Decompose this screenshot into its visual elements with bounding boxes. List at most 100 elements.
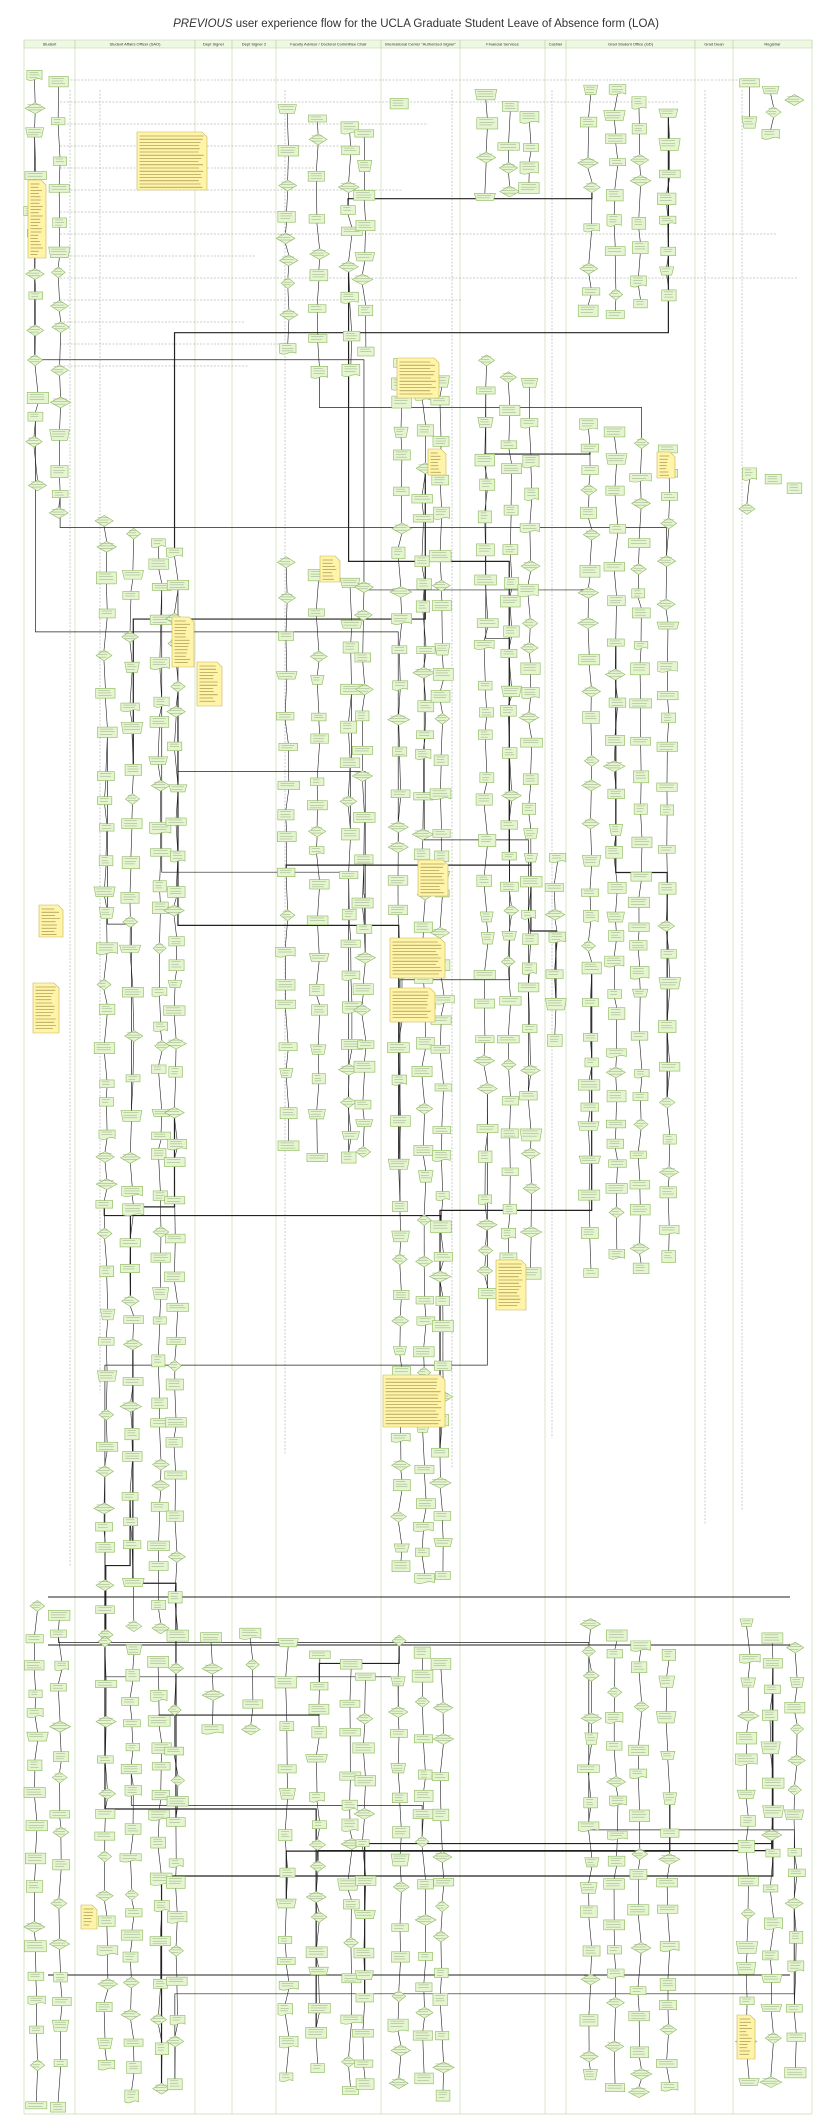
flow-node — [24, 171, 47, 180]
flow-node — [307, 800, 328, 811]
decision-shape — [581, 940, 596, 952]
flow-node — [95, 2002, 113, 2013]
flow-node — [632, 988, 649, 998]
flow-node — [502, 1204, 518, 1215]
process-shape — [278, 631, 294, 641]
flow-node — [414, 848, 431, 861]
flow-node — [477, 354, 496, 367]
flow-node — [309, 984, 325, 997]
flow-node — [168, 936, 185, 947]
flow-node — [658, 169, 681, 179]
flow-node — [124, 1823, 142, 1835]
flow-node — [152, 1458, 170, 1471]
flow-node — [151, 1064, 167, 1074]
flow-node — [50, 364, 69, 377]
flow-node — [54, 1660, 69, 1672]
decision-shape — [415, 2006, 434, 2019]
flow-node — [631, 588, 646, 599]
flow-node — [606, 214, 622, 227]
connector — [285, 222, 287, 233]
connector — [104, 804, 108, 824]
connector — [60, 2005, 63, 2021]
connector — [364, 1680, 366, 1714]
decision-shape — [25, 268, 45, 280]
flow-node — [120, 2008, 142, 2021]
connector — [440, 1744, 444, 1773]
flow-node — [50, 1683, 67, 1692]
process-shape — [354, 129, 374, 138]
flow-node — [122, 1203, 145, 1217]
decision-shape — [518, 711, 540, 724]
process-shape — [390, 1729, 408, 1738]
flow-node — [121, 1697, 140, 1706]
decision-shape — [577, 157, 599, 169]
connector — [104, 1138, 108, 1152]
flow-node — [310, 777, 325, 786]
flow-node — [166, 1817, 186, 1827]
flow-node — [518, 182, 540, 194]
flow-node — [279, 308, 299, 321]
flow-node — [48, 246, 71, 258]
decision-shape — [339, 1096, 357, 1109]
process-shape — [627, 896, 650, 908]
flow-node — [577, 617, 600, 629]
flow-node — [520, 662, 541, 675]
decision-shape — [522, 617, 539, 630]
flow-node — [166, 1876, 186, 1889]
process-shape — [477, 510, 492, 524]
flow-node — [633, 770, 650, 784]
flow-node — [29, 1600, 46, 1612]
flow-node — [416, 424, 434, 437]
connector — [284, 719, 289, 744]
connector — [159, 1427, 162, 1459]
flow-node — [95, 1680, 118, 1688]
flow-node — [98, 1337, 115, 1346]
decision-shape — [432, 1930, 450, 1943]
decision-shape — [308, 1838, 326, 1851]
flow-node — [95, 1579, 115, 1592]
process-shape — [474, 453, 495, 467]
flow-node — [167, 886, 186, 898]
process-shape — [581, 888, 600, 897]
flow-node — [354, 2059, 374, 2068]
connector — [528, 1099, 532, 1129]
flow-node — [353, 812, 376, 823]
process-shape — [166, 1876, 186, 1889]
flow-node — [151, 1789, 170, 1801]
flow-node — [499, 371, 518, 384]
process-shape — [605, 310, 625, 319]
decision-shape — [278, 591, 297, 604]
document-shape — [277, 2003, 293, 2016]
connector — [157, 764, 161, 781]
decision-shape — [163, 904, 185, 917]
flow-node — [393, 1543, 410, 1553]
process-shape — [475, 793, 493, 806]
connector — [105, 1319, 109, 1338]
flow-node — [608, 930, 625, 942]
connector — [350, 653, 352, 685]
decision-shape — [50, 364, 69, 377]
flow-node — [275, 947, 296, 958]
connector — [159, 706, 162, 717]
decision-shape — [581, 817, 600, 830]
flow-node — [307, 171, 325, 182]
cross-lane-connector — [317, 1834, 773, 1867]
connector — [34, 279, 37, 292]
flow-node — [308, 608, 325, 617]
decision-shape — [501, 789, 522, 802]
flow-node — [412, 1809, 434, 1820]
flow-node — [339, 1728, 361, 1737]
flow-node — [415, 1982, 433, 1992]
flow-node — [339, 1659, 363, 1670]
decision-shape — [520, 1147, 541, 1160]
flow-node — [340, 2014, 363, 2025]
flow-node — [545, 969, 564, 979]
lane-label-9: Grad Dean — [704, 42, 724, 47]
process-shape — [50, 2101, 66, 2113]
flow-node — [547, 1034, 563, 1047]
manual-step-shape — [479, 911, 494, 923]
process-shape — [393, 449, 411, 461]
process-shape — [631, 217, 647, 230]
document-shape — [633, 641, 649, 650]
flow-node — [353, 1060, 376, 1073]
